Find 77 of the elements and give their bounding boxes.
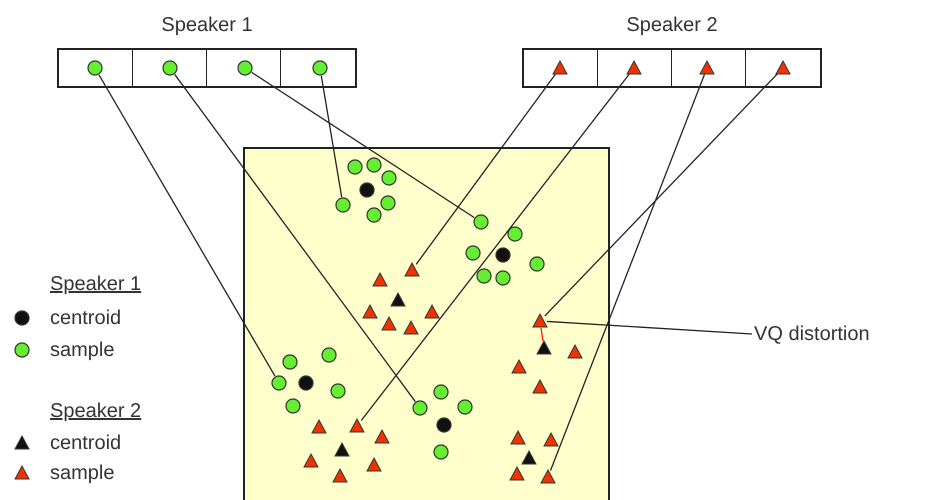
connector-line <box>174 74 416 402</box>
sample-marker <box>529 256 545 272</box>
sample-marker <box>532 312 548 328</box>
sample-marker <box>495 270 511 286</box>
centroid-marker <box>298 375 314 391</box>
sample-marker <box>374 428 390 444</box>
sample-marker <box>404 262 420 276</box>
centroid-marker <box>536 340 552 354</box>
sample-marker <box>509 466 525 480</box>
sample-marker <box>366 456 382 472</box>
centroid-marker <box>495 247 511 263</box>
leader-line <box>546 320 752 335</box>
sample-marker <box>775 60 791 74</box>
sample-marker <box>312 60 328 76</box>
sample-marker <box>552 60 568 74</box>
sample-marker <box>626 60 642 74</box>
sample-marker <box>303 452 319 468</box>
sample-marker <box>532 378 548 394</box>
sample-marker <box>349 418 365 432</box>
sample-marker <box>567 344 583 358</box>
connector-line <box>550 74 706 471</box>
sample-marker <box>540 468 556 484</box>
centroid-marker <box>334 442 350 456</box>
sample-marker <box>507 226 523 242</box>
sample-marker <box>335 197 351 213</box>
centroid-marker <box>359 182 375 198</box>
connector-line <box>360 73 630 421</box>
legend-heading: Speaker 2 <box>50 399 142 423</box>
sample-marker <box>311 418 327 434</box>
legend-text: sample <box>50 461 114 485</box>
annotation-text: VQ distortion <box>754 320 870 348</box>
sample-marker <box>372 272 388 286</box>
sample-marker <box>285 398 301 414</box>
sample-marker <box>476 268 492 284</box>
centroid-marker <box>436 417 452 433</box>
sample-marker <box>511 358 527 374</box>
connector-line <box>98 74 276 376</box>
sample-marker <box>381 316 397 330</box>
sample-marker <box>380 195 396 211</box>
sample-marker <box>366 157 382 173</box>
sample-marker <box>347 159 363 175</box>
sample-marker <box>330 383 346 399</box>
centroid-marker <box>390 292 406 306</box>
sample-marker <box>321 347 337 363</box>
sample-marker <box>362 304 378 318</box>
sample-marker <box>282 354 298 370</box>
sample-marker <box>457 399 473 415</box>
sample-marker <box>473 214 489 230</box>
sample-marker <box>366 207 382 223</box>
legend-text: centroid <box>50 306 122 330</box>
sample-marker <box>403 320 419 334</box>
connector-line <box>251 72 475 218</box>
sample-marker <box>433 384 449 400</box>
legend-text: sample <box>50 338 114 362</box>
vector-heading: Speaker 1 <box>160 14 254 37</box>
legend-text: centroid <box>50 431 122 455</box>
sample-marker <box>433 444 449 460</box>
sample-marker <box>162 60 178 76</box>
sample-marker <box>332 468 348 482</box>
sample-marker <box>237 60 253 76</box>
sample-marker <box>465 245 481 261</box>
legend-heading: Speaker 1 <box>50 272 142 296</box>
sample-marker <box>699 60 715 74</box>
connector-line <box>320 76 342 198</box>
sample-marker <box>271 375 287 391</box>
connector-line <box>544 72 779 316</box>
centroid-marker <box>521 450 537 464</box>
sample-marker <box>412 400 428 416</box>
sample-marker <box>381 170 397 186</box>
vector-heading: Speaker 2 <box>625 14 719 37</box>
feature-space-panel <box>243 147 610 500</box>
distortion-line <box>540 328 544 342</box>
sample-marker <box>543 432 559 446</box>
sample-marker <box>424 304 440 318</box>
sample-marker <box>87 60 103 76</box>
sample-marker <box>510 430 526 444</box>
connector-line <box>416 73 556 265</box>
